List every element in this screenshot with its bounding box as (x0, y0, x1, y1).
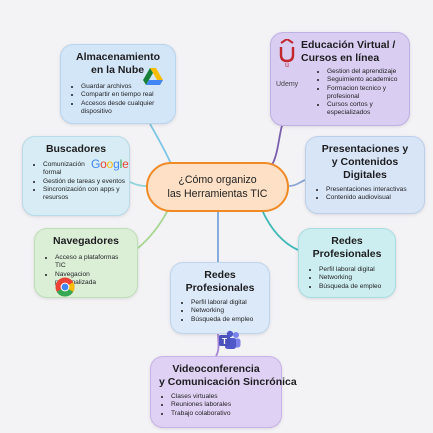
node-cloud-storage: Almacenamiento en la Nube Guardar archiv… (60, 44, 176, 124)
google-drive-icon (143, 68, 163, 85)
browsers-list: Acceso a plataformas TIC Navegacion pers… (43, 254, 129, 287)
virtual-education-title-line1: Educación Virtual / (301, 39, 396, 51)
networks-right-list: Perfil laboral digital Networking Búsque… (307, 266, 387, 291)
presentations-title-line3: Digitales (343, 169, 387, 181)
list-item: Gestión de tareas y eventos (43, 178, 139, 186)
list-item: Perfil laboral digital (191, 299, 261, 307)
svg-text:u: u (285, 62, 289, 69)
node-browsers: Navegadores Acceso a plataformas TIC Nav… (34, 228, 138, 298)
videoconference-title-line1: Videoconferencia (172, 363, 260, 375)
list-item: Clases virtuales (171, 393, 273, 401)
list-item: Navegacion personalizada (55, 271, 129, 288)
cloud-storage-title-line2: en la Nube (91, 64, 145, 76)
central-title-line2: las Herramientas TIC (167, 188, 268, 200)
list-item: Comunización formal (43, 161, 91, 178)
presentations-title-line1: Presentaciones y (321, 143, 409, 155)
list-item: Cursos cortos y especializados (327, 101, 401, 118)
udemy-label: Udemy (276, 81, 299, 88)
search-engines-list: Comunización formal Gestión de tareas y … (31, 161, 125, 202)
link-video (215, 333, 220, 357)
list-item: Acceso a plataformas TIC (55, 254, 129, 271)
list-item: Presentaciones interactivas (326, 186, 416, 194)
browsers-title: Navegadores (53, 235, 119, 247)
link-storage (149, 123, 173, 167)
networks-right-title-line1: Redes (331, 235, 363, 247)
list-item: Networking (191, 307, 261, 315)
cloud-storage-title-line1: Almacenamiento (75, 51, 161, 63)
list-item: Búsqueda de empleo (191, 316, 261, 324)
videoconference-title-line2: y Comunicación Sincrónica (159, 376, 297, 388)
networks-right-title-line2: Profesionales (312, 248, 382, 260)
list-item: Búsqueda de empleo (319, 283, 387, 291)
node-professional-networks-center: Redes Profesionales Perfil laboral digit… (170, 262, 270, 334)
google-logo: Google (91, 157, 129, 171)
node-virtual-education: Educación Virtual / Cursos en línea u Ud… (270, 32, 410, 126)
list-item: Trabajo colaborativo (171, 410, 273, 418)
chrome-icon (55, 277, 75, 297)
list-item: Networking (319, 274, 387, 282)
node-search-engines: Buscadores Google Comunización formal Ge… (22, 136, 130, 216)
list-item: Formacion tecnico y profesional (327, 85, 401, 102)
list-item: Gestion del aprendizaje (327, 68, 401, 76)
networks-center-title-line2: Profesionales (185, 282, 255, 294)
networks-center-list: Perfil laboral digital Networking Búsque… (179, 299, 261, 324)
list-item: Perfil laboral digital (319, 266, 387, 274)
virtual-education-title-line2: Cursos en línea (301, 52, 380, 64)
svg-text:T: T (222, 336, 228, 346)
node-videoconference: Videoconferencia y Comunicación Sincróni… (150, 356, 297, 428)
node-presentations: Presentaciones y y Contenidos Digitales … (305, 136, 425, 214)
central-topic: ¿Cómo organizo las Herramientas TIC (146, 162, 289, 212)
networks-center-title-line1: Redes (204, 269, 236, 281)
link-search (129, 181, 147, 187)
link-browsers (137, 209, 169, 249)
presentations-list: Presentaciones interactivas Contenido au… (314, 186, 416, 203)
presentations-title-line2: y Contenidos (331, 156, 399, 168)
virtual-education-list: Gestion del aprendizaje Seguimiento acad… (315, 68, 401, 118)
cloud-storage-list: Guardar archivos Compartir en tiempo rea… (69, 83, 167, 116)
list-item: Accesos desde cualquier dispositivo (81, 100, 167, 117)
microsoft-teams-icon: T (219, 330, 241, 349)
videoconference-list: Clases virtuales Reuniones laborales Tra… (159, 393, 273, 418)
list-item: Contenido audiovisual (326, 194, 416, 202)
list-item: Sincronización con apps y resursos (43, 186, 129, 203)
list-item: Seguimiento academico (327, 76, 401, 84)
list-item: Compartir en tiempo real (81, 91, 167, 99)
link-presentations (288, 179, 306, 187)
list-item: Guardar archivos (81, 83, 167, 91)
central-title-line1: ¿Cómo organizo (178, 174, 257, 186)
node-professional-networks-right: Redes Profesionales Perfil laboral digit… (298, 228, 396, 298)
udemy-icon: u (279, 39, 295, 69)
search-engines-title: Buscadores (45, 143, 107, 155)
list-item: Reuniones laborales (171, 401, 273, 409)
link-networks-right (261, 209, 299, 251)
